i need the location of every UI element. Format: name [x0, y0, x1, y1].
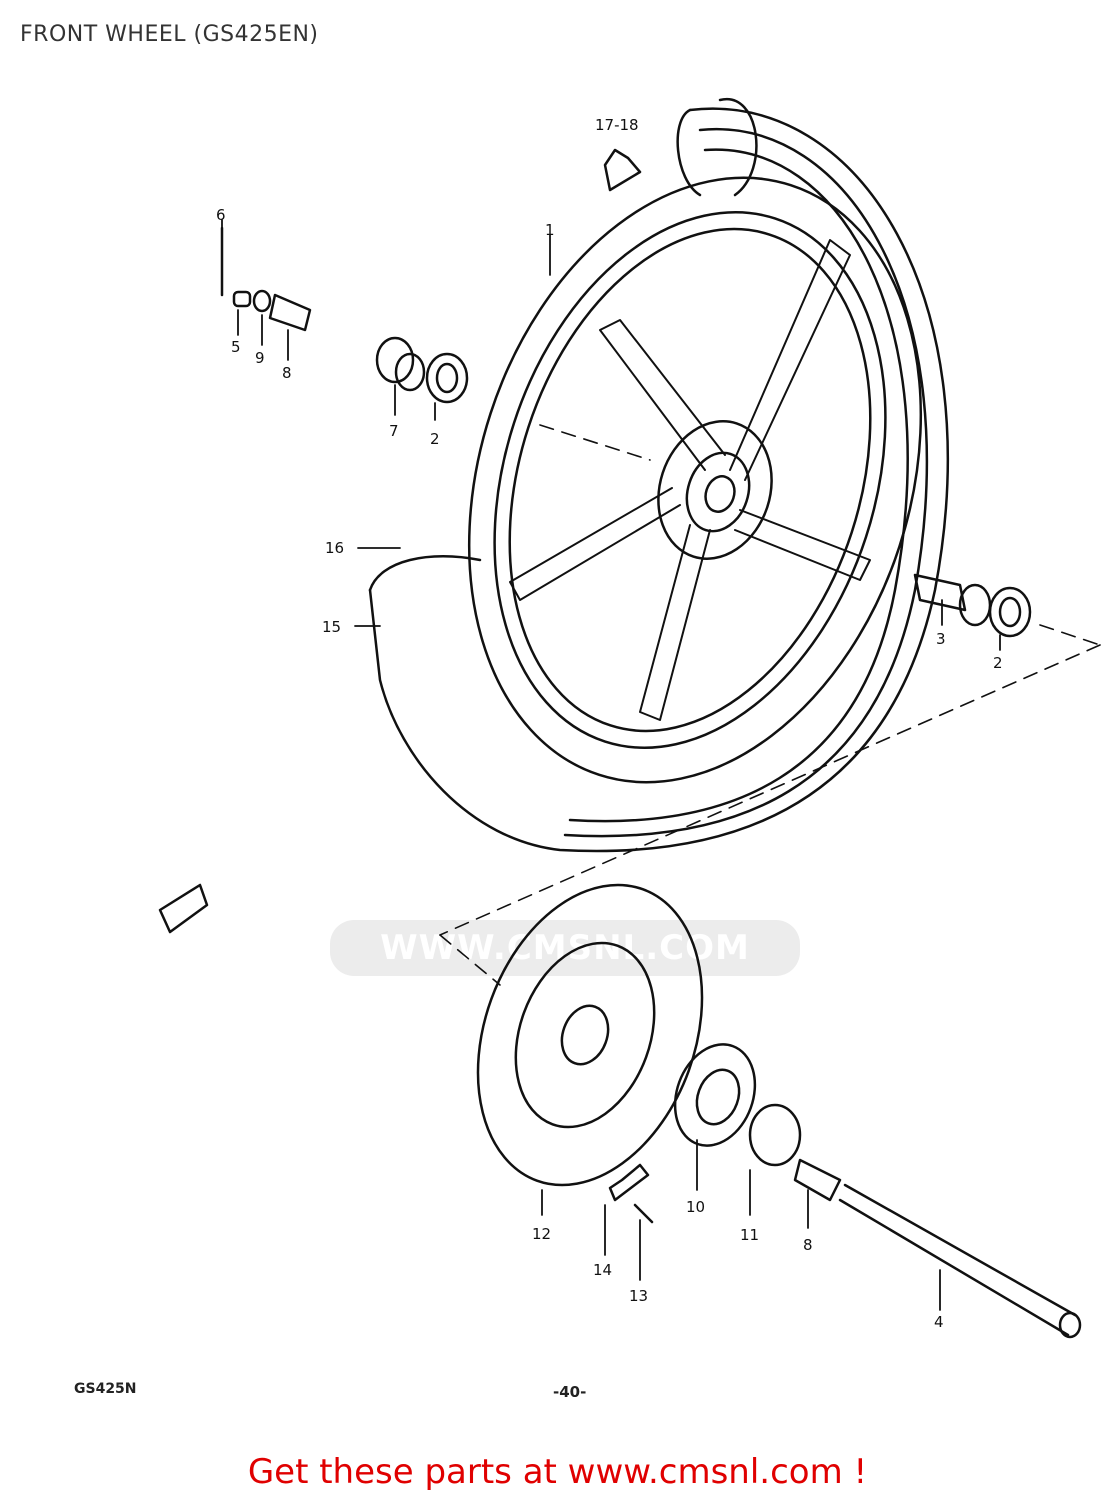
exploded-parts-diagram: 17-18 6 1 5 9 8 7 2 16 15 3 2 12 10 11 8… [158, 97, 1101, 1339]
hub [657, 420, 773, 560]
forward-arrow [158, 883, 209, 934]
left-axle-parts [220, 226, 469, 404]
right-axle-parts [913, 573, 1032, 638]
callout-14: 14 [593, 1261, 612, 1279]
callout-17-18: 17-18 [595, 116, 639, 134]
callout-5: 5 [231, 338, 241, 356]
parts-link[interactable]: Get these parts at www.cmsnl.com ! [247, 1452, 868, 1492]
model-code: GS425N [74, 1381, 137, 1397]
disc-parts [608, 1043, 1082, 1339]
callout-16: 16 [325, 539, 344, 557]
valve [603, 148, 642, 192]
callout-4: 4 [934, 1313, 944, 1331]
callout-9: 9 [255, 349, 265, 367]
callout-13: 13 [629, 1287, 648, 1305]
callout-8-lower: 8 [803, 1236, 813, 1254]
callout-2-right: 2 [993, 654, 1003, 672]
spokes [509, 239, 871, 721]
assembly-dashes [439, 424, 1101, 986]
callout-2: 2 [430, 430, 440, 448]
page-title: FRONT WHEEL (GS425EN) [20, 22, 319, 47]
callout-8: 8 [282, 364, 292, 382]
callout-3: 3 [936, 630, 946, 648]
callout-12: 12 [532, 1225, 551, 1243]
callout-1: 1 [545, 221, 555, 239]
page-number: -40- [553, 1383, 587, 1401]
rim [467, 176, 923, 784]
callout-labels: 17-18 6 1 5 9 8 7 2 16 15 3 2 12 10 11 8… [216, 116, 1003, 1331]
callout-15: 15 [322, 618, 341, 636]
callout-7: 7 [389, 422, 399, 440]
callout-10: 10 [686, 1198, 705, 1216]
leader-lines [221, 219, 1001, 1311]
tire [368, 97, 949, 853]
callout-6: 6 [216, 206, 226, 224]
brake-disc [476, 883, 704, 1187]
callout-11: 11 [740, 1226, 759, 1244]
